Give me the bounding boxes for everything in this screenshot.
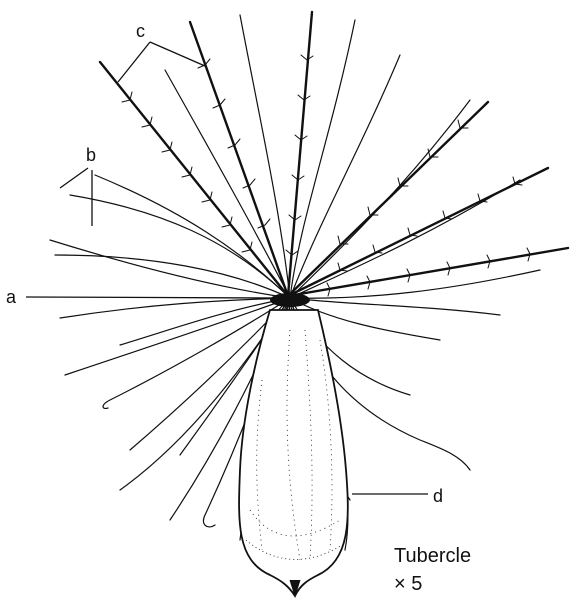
label-c: c (136, 22, 145, 40)
leader-c (118, 42, 205, 82)
caption-magnification: × 5 (394, 574, 422, 594)
tubercle-body (239, 293, 348, 596)
leader-a (26, 297, 275, 298)
leader-b (60, 168, 92, 226)
barbed-bristles (100, 12, 568, 296)
label-b: b (86, 146, 96, 164)
label-a: a (6, 288, 16, 306)
label-d: d (433, 487, 443, 505)
caption-title: Tubercle (394, 546, 471, 566)
